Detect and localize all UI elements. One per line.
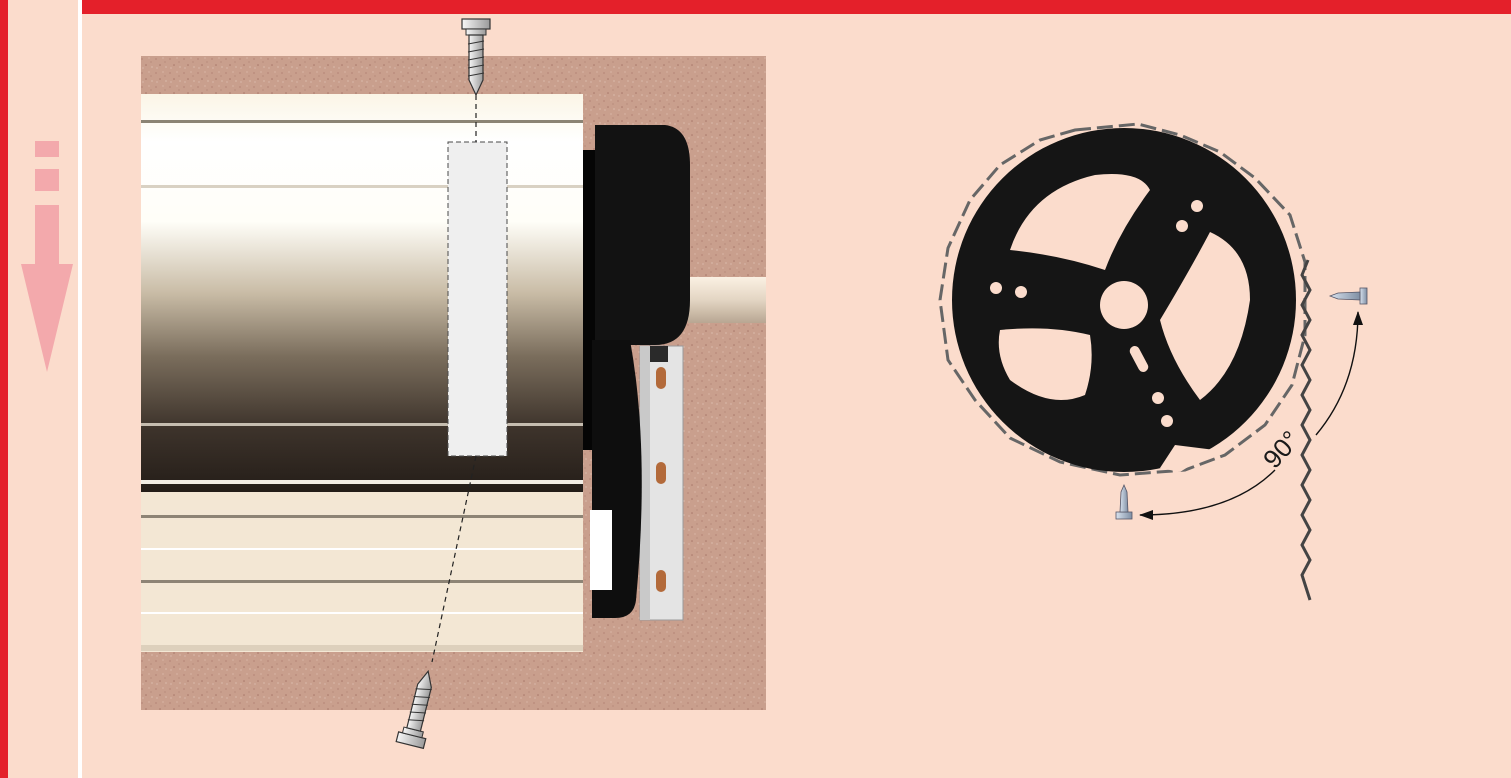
screw-icon (395, 669, 432, 750)
roller-tube (141, 94, 583, 652)
wheel-window (1010, 174, 1150, 270)
motor-head (583, 125, 690, 618)
wheel-hub-hole (1100, 281, 1148, 329)
tube-profile-outline (938, 122, 1307, 477)
info-arrow-down-icon (21, 141, 73, 372)
rotation-arrow-upper (1315, 311, 1363, 436)
rotation-arrow-lower (1139, 469, 1276, 520)
side-column-divider (78, 0, 82, 778)
screw-icon (461, 18, 491, 97)
adapter-wheel (938, 122, 1307, 477)
bracket-position-outline (447, 141, 508, 457)
wheel-window (998, 328, 1092, 400)
screw-icon (1328, 287, 1368, 305)
screw-icon (1115, 483, 1133, 520)
wheel-window (1160, 232, 1250, 400)
wall-bracket (639, 345, 684, 621)
side-tab (8, 0, 78, 14)
wall-profile-line (1300, 259, 1312, 601)
motor-axle (688, 277, 766, 323)
screw-guide-line-bottom (431, 455, 477, 663)
